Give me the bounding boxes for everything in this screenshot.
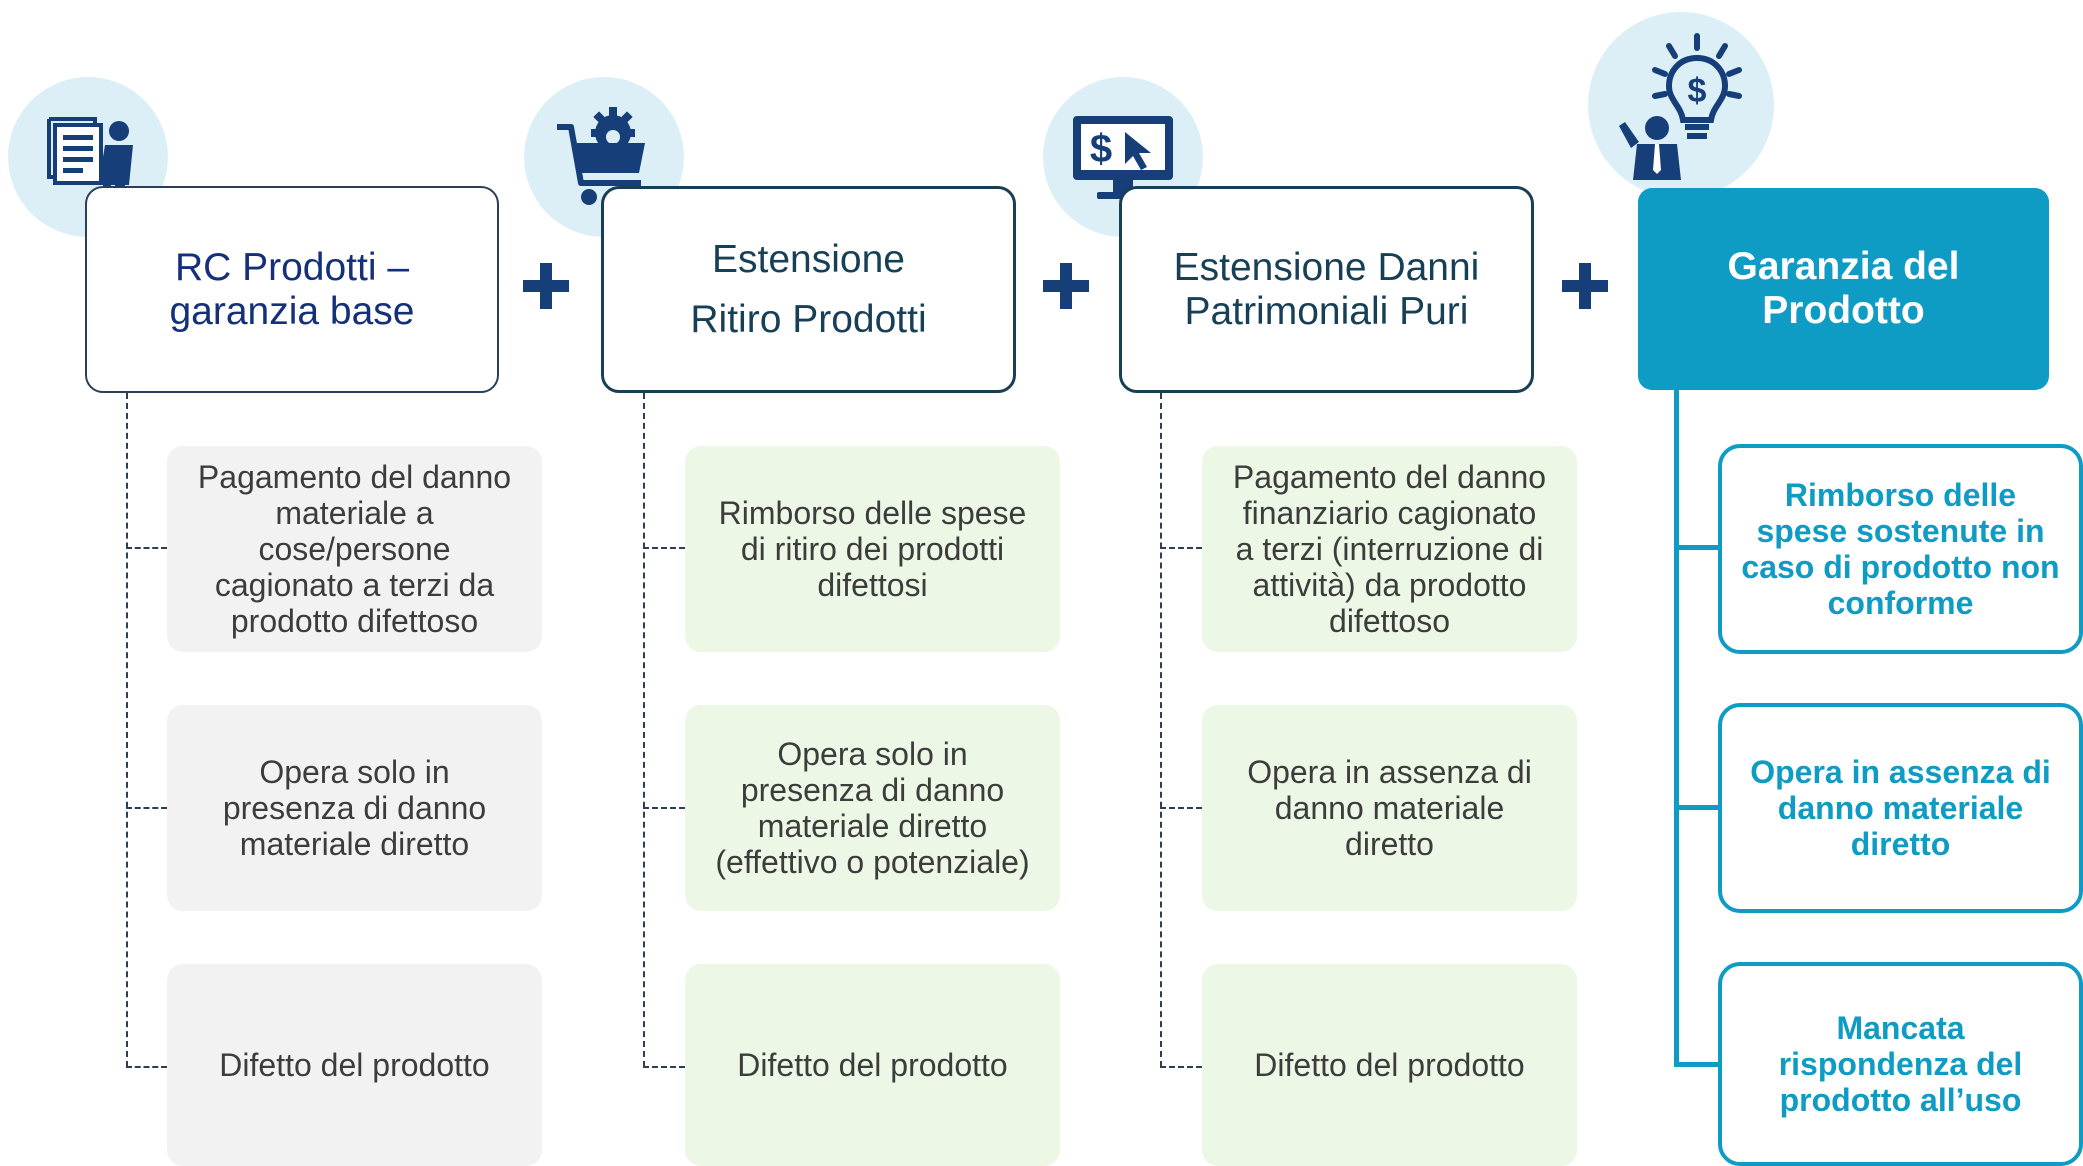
column-3-branch-2 [1160, 807, 1202, 809]
column-1-box-1-line-5: prodotto difettoso [230, 603, 479, 639]
column-1-box-3: Difetto del prodotto [167, 964, 542, 1166]
plus-icon [523, 263, 569, 309]
column-2-branch-3 [643, 1066, 685, 1068]
column-4-header-line-1: Garanzia del [1727, 245, 1960, 288]
column-4-box-2: Opera in assenza di danno materiale dire… [1718, 703, 2083, 913]
column-2-box-1-line-2: di ritiro dei prodotti [740, 531, 1005, 567]
column-4-box-1: Rimborso delle spese sostenute in caso d… [1718, 444, 2083, 654]
column-2-branch-2 [643, 807, 685, 809]
column-4-box-2-line-2: danno materiale [1777, 790, 2024, 826]
column-2-box-2: Opera solo in presenza di danno material… [685, 705, 1060, 911]
column-1-branch-3 [126, 1066, 167, 1068]
column-4-box-3-line-3: prodotto all’uso [1779, 1082, 2022, 1118]
column-4-branch-1 [1674, 545, 1719, 550]
column-1-header-line-2: garanzia base [169, 289, 415, 333]
column-3-box-3: Difetto del prodotto [1202, 964, 1577, 1166]
column-4-box-2-line-1: Opera in assenza di [1750, 754, 2051, 790]
column-2-header-line-2: Ritiro Prodotti [690, 297, 927, 341]
column-3-box-1-line-5: difettoso [1329, 603, 1450, 639]
column-3-box-1-line-4: attività) da prodotto [1252, 567, 1527, 603]
column-3-header: Estensione Danni Patrimoniali Puri [1119, 186, 1534, 393]
column-1-box-2: Opera solo in presenza di danno material… [167, 705, 542, 911]
column-4-header-line-2: Prodotto [1762, 289, 1925, 332]
column-3-connector [1160, 393, 1162, 1067]
computer-monitor-dollar-icon: $ [1073, 116, 1173, 199]
column-3-box-1: Pagamento del danno finanziario cagionat… [1202, 446, 1577, 652]
column-3-box-1-line-2: finanziario cagionato [1242, 495, 1537, 531]
column-1-box-1-line-1: Pagamento del danno [197, 459, 512, 495]
plus-icon [1043, 263, 1089, 309]
column-4-box-1-line-3: caso di prodotto non [1741, 549, 2060, 585]
column-3-header-line-1: Estensione Danni [1173, 245, 1480, 289]
column-2-box-2-line-4: (effettivo o potenziale) [715, 844, 1030, 880]
column-4-icon-circle: $ [1588, 12, 1774, 198]
column-1-box-1-line-2: materiale a [275, 495, 434, 531]
column-2-box-1: Rimborso delle spese di ritiro dei prodo… [685, 446, 1060, 652]
column-2-header: Estensione Ritiro Prodotti [601, 186, 1016, 393]
column-4-box-1-line-4: conforme [1827, 585, 1974, 621]
businessman-lightbulb-dollar-icon: $ [1619, 33, 1742, 180]
column-3-branch-1 [1160, 547, 1202, 549]
column-1-branch-2 [126, 807, 167, 809]
column-1-header-line-1: RC Prodotti – [174, 245, 410, 289]
column-3-branch-3 [1160, 1066, 1202, 1068]
column-1-box-2-line-2: presenza di danno [222, 790, 487, 826]
column-1-box-3-line-1: Difetto del prodotto [219, 1047, 490, 1083]
column-1-header: RC Prodotti – garanzia base [85, 186, 499, 393]
column-3-box-1-line-3: a terzi (interruzione di [1235, 531, 1544, 567]
column-2-header-line-1: Estensione [712, 237, 905, 281]
column-3-box-2-line-3: diretto [1345, 826, 1434, 862]
column-2-box-3: Difetto del prodotto [685, 964, 1060, 1166]
column-4-box-2-line-3: diretto [1850, 826, 1951, 862]
column-4-header: Garanzia del Prodotto [1638, 188, 2049, 390]
column-2-box-2-line-2: presenza di danno [740, 772, 1005, 808]
column-2-branch-1 [643, 547, 685, 549]
column-1-box-1: Pagamento del danno materiale a cose/per… [167, 446, 542, 652]
column-4-box-1-line-1: Rimborso delle [1784, 477, 2017, 513]
column-1-connector [126, 393, 128, 1067]
column-2-box-1-line-1: Rimborso delle spese [718, 495, 1027, 531]
column-3-box-3-line-1: Difetto del prodotto [1254, 1047, 1525, 1083]
column-3-box-2-line-2: danno materiale [1274, 790, 1505, 826]
column-4-box-1-line-2: spese sostenute in [1756, 513, 2045, 549]
column-1-box-1-line-4: cagionato a terzi da [214, 567, 495, 603]
column-4-connector [1674, 390, 1679, 1067]
svg-text:$: $ [1688, 72, 1707, 110]
column-2-connector [643, 393, 645, 1067]
column-1-box-2-line-1: Opera solo in [259, 754, 450, 790]
column-1-branch-1 [126, 547, 167, 549]
column-4-branch-3 [1674, 1062, 1719, 1067]
column-4-branch-2 [1674, 805, 1719, 810]
column-2-box-1-line-3: difettosi [817, 567, 928, 603]
svg-text:$: $ [1090, 127, 1112, 171]
column-3-box-1-line-1: Pagamento del danno [1232, 459, 1547, 495]
plus-icon [1562, 263, 1608, 309]
column-2-box-2-line-3: materiale diretto [757, 808, 988, 844]
column-3-box-2: Opera in assenza di danno materiale dire… [1202, 705, 1577, 911]
column-4-box-3-line-2: rispondenza del [1778, 1046, 2023, 1082]
column-1-box-1-line-3: cose/persone [258, 531, 451, 567]
column-2-box-2-line-1: Opera solo in [777, 736, 968, 772]
column-4-box-3-line-1: Mancata [1836, 1010, 1965, 1046]
column-2-box-3-line-1: Difetto del prodotto [737, 1047, 1008, 1083]
column-3-box-2-line-1: Opera in assenza di [1247, 754, 1532, 790]
column-4-box-3: Mancata rispondenza del prodotto all’uso [1718, 962, 2083, 1166]
column-3-header-line-2: Patrimoniali Puri [1184, 289, 1469, 333]
column-1-box-2-line-3: materiale diretto [239, 826, 470, 862]
